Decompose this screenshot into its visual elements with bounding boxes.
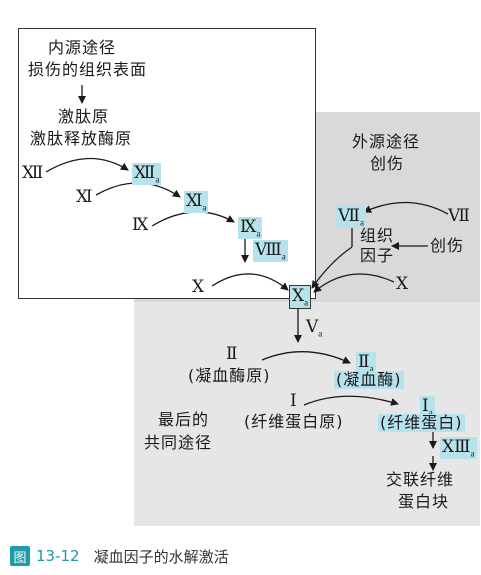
factor-9: Ⅸ xyxy=(132,215,149,234)
arrow-f2-to-f2a xyxy=(261,351,351,364)
arrow-f10-extrinsic xyxy=(313,273,395,293)
tissue-factor-line2: 因子 xyxy=(360,246,395,265)
factor-2a: Ⅱa xyxy=(356,352,376,375)
arrow-f7-to-f7a xyxy=(363,201,449,215)
thrombin-label: (凝血酶) xyxy=(334,370,404,389)
arrow-f1-to-f1a xyxy=(303,395,399,406)
factor-12a: Ⅻa xyxy=(132,163,162,186)
factor-11: Ⅺ xyxy=(76,187,93,206)
factor-1: Ⅰ xyxy=(290,391,297,410)
clot-label-line1: 交联纤维 xyxy=(386,470,455,489)
factor-7a: Ⅶa xyxy=(336,206,366,229)
factor-13a: ⅩⅢa xyxy=(440,437,477,460)
kallikrein-label: 激肽释放酶原 xyxy=(30,129,133,148)
factor-10-extrinsic: Ⅹ xyxy=(396,274,409,293)
clot-label-line2: 蛋白块 xyxy=(398,492,450,511)
trauma-label: 创伤 xyxy=(430,236,465,255)
figure-badge: 图 xyxy=(10,546,30,566)
intrinsic-trigger: 损伤的组织表面 xyxy=(28,60,148,79)
arrow-f9-to-f9a xyxy=(151,211,235,227)
arrow-f7a-tf-to-f10a xyxy=(311,246,353,289)
kininogen-label: 激肽原 xyxy=(58,107,110,126)
factor-5a: Ⅴa xyxy=(306,317,323,339)
arrow-f12-to-f12a xyxy=(45,157,129,173)
figure-caption: 图 13-12 凝血因子的水解激活 xyxy=(10,545,229,567)
factor-1a: Ⅰa xyxy=(420,396,435,419)
common-label-line1: 最后的 xyxy=(158,410,210,429)
fibrinogen-label: (纤维蛋白原) xyxy=(244,412,344,431)
fibrin-label: (纤维蛋白) xyxy=(378,413,465,432)
figure-number: 13-12 xyxy=(36,547,80,565)
extrinsic-title: 外源途径 xyxy=(352,132,421,151)
factor-7: Ⅶ xyxy=(448,206,470,225)
factor-11a: Ⅺa xyxy=(184,191,209,214)
prothrombin-label: (凝血酶原) xyxy=(188,366,271,385)
tissue-factor-line1: 组织 xyxy=(360,226,395,245)
factor-12: Ⅻ xyxy=(22,163,44,182)
common-label-line2: 共同途径 xyxy=(144,433,213,452)
factor-10-intrinsic: Ⅹ xyxy=(192,277,205,296)
factor-8a: Ⅷa xyxy=(253,240,288,263)
intrinsic-title: 内源途径 xyxy=(48,38,117,57)
figure-title: 凝血因子的水解激活 xyxy=(93,547,229,566)
factor-10a: Ⅹa xyxy=(289,285,312,310)
arrow-f10-intrinsic xyxy=(211,273,289,291)
factor-9a: Ⅸa xyxy=(238,217,263,240)
factor-2: Ⅱ xyxy=(226,344,238,363)
extrinsic-trigger: 创伤 xyxy=(370,154,405,173)
